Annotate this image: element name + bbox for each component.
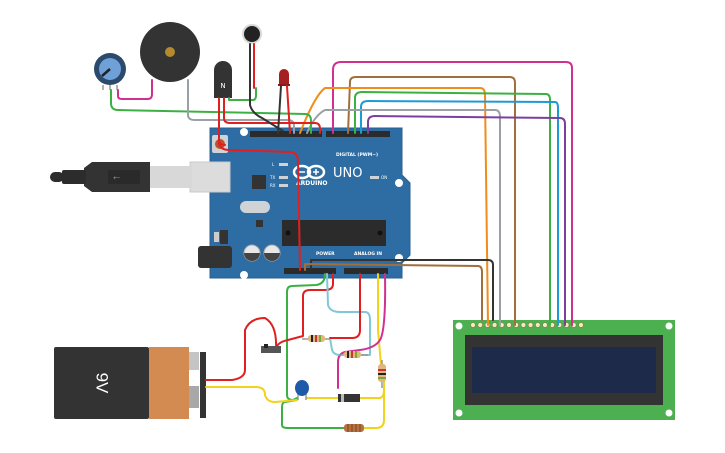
mounting-hole xyxy=(240,271,248,279)
resistor-1[interactable] xyxy=(302,335,330,342)
power-jack xyxy=(198,246,232,268)
resistor-2[interactable] xyxy=(339,351,368,358)
vibration-motor[interactable] xyxy=(242,24,262,44)
battery-label: 9V xyxy=(93,373,112,394)
svg-text:⭠: ⭠ xyxy=(113,173,120,183)
chip-notch xyxy=(285,230,291,236)
usb-cable: ⭠ xyxy=(50,162,192,192)
wire-black-gnd xyxy=(310,259,494,321)
rx-led xyxy=(279,184,288,187)
wire-magenta-buzzer xyxy=(117,79,153,100)
wire-red-battery xyxy=(205,317,278,381)
wire-green-top xyxy=(354,91,551,326)
lcd-pin-db1[interactable] xyxy=(520,322,527,328)
wires xyxy=(110,43,573,429)
battery-terminal-positive xyxy=(189,352,199,370)
digital-label: DIGITAL (PWM~) xyxy=(336,152,378,158)
wire-blue xyxy=(360,100,559,326)
wire-red-switch xyxy=(275,273,334,349)
wire-yellow-inductor xyxy=(362,379,385,429)
usb-port xyxy=(189,161,231,193)
mounting-hole xyxy=(240,128,248,136)
wire-black-led xyxy=(277,85,282,134)
transistor-label: N xyxy=(220,82,225,90)
lcd-screen xyxy=(472,347,656,393)
arduino-model: UNO xyxy=(333,166,362,181)
usb-connector-metal xyxy=(150,166,192,188)
analog-label: ANALOG IN xyxy=(354,251,382,257)
wire-green-cap xyxy=(286,273,326,401)
battery-terminal-negative xyxy=(189,386,199,408)
led-label-rx: RX xyxy=(270,183,276,188)
wire-green-transistor xyxy=(228,87,257,101)
tx-led xyxy=(279,176,288,179)
wire-red-5v xyxy=(218,141,301,271)
wire-purple xyxy=(367,115,566,326)
power-header xyxy=(284,268,336,274)
chip-dot xyxy=(377,230,383,236)
lcd-pin-db3[interactable] xyxy=(535,322,541,328)
wire-red-led xyxy=(286,85,291,134)
slide-switch[interactable] xyxy=(261,344,281,353)
capacitor-shade xyxy=(264,253,280,261)
wire-yellow-battery xyxy=(205,386,298,403)
lcd-pin-rs[interactable] xyxy=(491,322,498,328)
regulator-tab xyxy=(214,232,219,242)
voltage-regulator xyxy=(220,230,228,244)
wire-lightblue-2 xyxy=(329,337,341,356)
usb-symbol-icon xyxy=(108,170,140,184)
resistor-3[interactable] xyxy=(378,360,386,388)
usb-chip xyxy=(252,175,266,189)
wire-red-transistor2 xyxy=(223,97,321,134)
wire-magenta-a5 xyxy=(337,273,387,389)
atmega-chip xyxy=(282,220,386,246)
wire-black-motor xyxy=(249,43,284,132)
wire-yellow-a4 xyxy=(377,273,382,366)
wire-lightblue xyxy=(326,273,371,356)
ceramic-capacitor[interactable] xyxy=(295,380,309,400)
wire-yellow-diode-right xyxy=(359,379,385,399)
diode[interactable] xyxy=(338,394,360,402)
lcd-pin-led[interactable] xyxy=(578,322,584,328)
lcd-pin-vcc[interactable] xyxy=(477,322,483,328)
wire-brown-top xyxy=(347,76,516,326)
battery-9v[interactable]: 9V xyxy=(54,347,206,419)
wire-brown-5v xyxy=(304,263,483,321)
on-led xyxy=(370,176,379,179)
arduino-logo-icon xyxy=(292,164,326,180)
wire-red-transistor xyxy=(218,97,226,146)
lcd-pin-db4[interactable] xyxy=(542,322,548,328)
lcd-pin-db2[interactable] xyxy=(527,322,534,328)
lcd-pin-e[interactable] xyxy=(506,322,512,328)
wire-green-pot xyxy=(110,89,312,134)
piezo-buzzer[interactable] xyxy=(140,22,200,82)
small-chip xyxy=(256,220,263,227)
power-label: POWER xyxy=(316,251,335,257)
led-label-l: L xyxy=(272,162,275,167)
digital-header-left xyxy=(250,131,322,137)
battery-clip xyxy=(200,352,206,418)
potentiometer[interactable] xyxy=(94,53,126,90)
l-led xyxy=(279,163,288,166)
digital-header-right xyxy=(326,131,390,137)
capacitor-shade xyxy=(244,253,260,261)
inductor[interactable] xyxy=(344,424,364,432)
npn-transistor[interactable]: N xyxy=(214,61,232,98)
red-led[interactable] xyxy=(278,69,290,86)
on-label: ON xyxy=(381,175,387,180)
wire-green-inductor xyxy=(281,399,346,429)
led-label-tx: TX xyxy=(269,175,275,180)
crystal xyxy=(240,201,270,213)
mounting-hole xyxy=(395,179,403,187)
wire-red-a0 xyxy=(329,273,361,339)
arduino-brand: ARDUINO xyxy=(296,180,327,187)
wire-magenta-top xyxy=(332,61,573,326)
analog-header xyxy=(344,268,388,274)
lcd-pin-gnd[interactable] xyxy=(470,322,476,328)
lcd-16x2[interactable] xyxy=(453,320,675,420)
